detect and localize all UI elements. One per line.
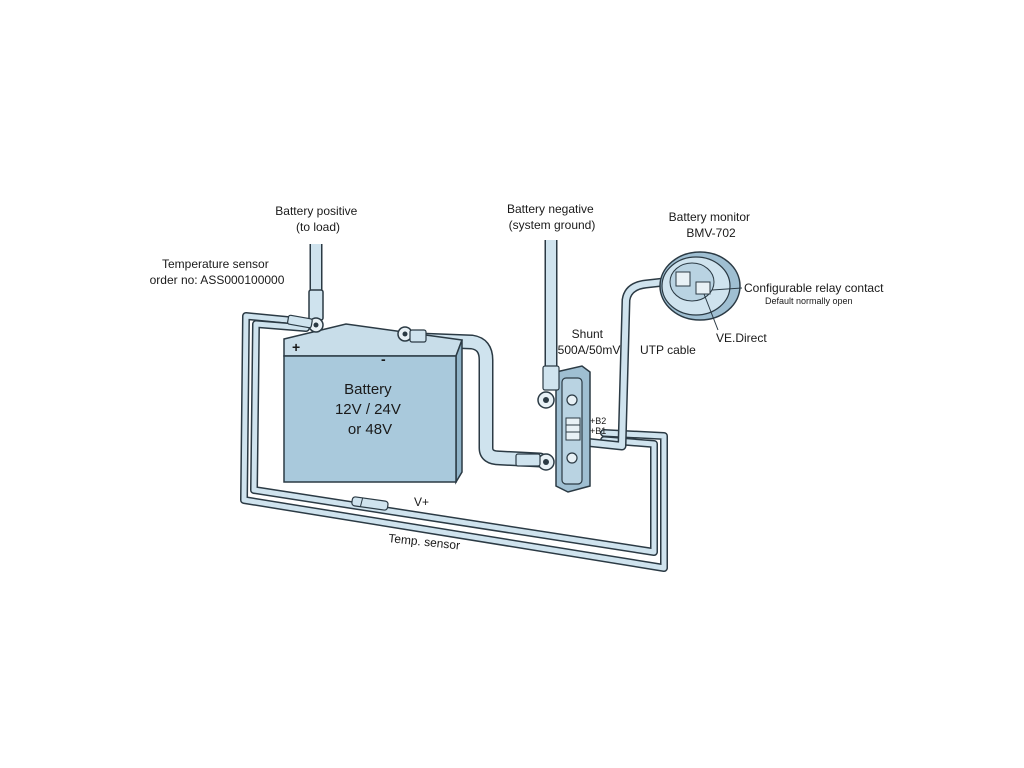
label-b1: +B1 (590, 426, 606, 436)
label-battery-positive: Battery positive (275, 204, 357, 218)
label-relay-note: Default normally open (765, 296, 853, 306)
label-shunt-rating: 500A/50mV (558, 343, 621, 357)
battery-right-side (455, 339, 463, 485)
label-battery-monitor: Battery monitor (669, 210, 750, 224)
label-v-plus: V+ (414, 495, 429, 509)
label-ve-direct: VE.Direct (716, 331, 767, 345)
svg-text:Battery 12V / 24V: Battery 12V / 24V or 48V (335, 381, 405, 438)
battery-positive-terminal-sign: + (292, 339, 300, 355)
v-plus-connector (351, 496, 389, 511)
utp-cable (579, 275, 687, 451)
battery-line-2: 12V / 24V (335, 401, 401, 418)
battery-to-shunt-cable (412, 332, 548, 468)
battery-front (283, 355, 457, 483)
label-relay-contact: Configurable relay contact (744, 281, 884, 295)
temperature-sensor-lug (287, 314, 313, 329)
battery-monitor (659, 251, 743, 331)
label-b2: +B2 (590, 416, 606, 426)
label-temperature-sensor: Temperature sensor (162, 257, 269, 271)
svg-text:Shunt 500A/50mV: Shunt 500A/50mV (558, 327, 621, 357)
label-temperature-sensor-order: order no: ASS000100000 (150, 273, 285, 287)
label-battery-monitor-model: BMV-702 (686, 226, 736, 240)
label-battery-negative: Battery negative (507, 202, 594, 216)
battery-negative-lug (397, 326, 427, 343)
shunt (515, 365, 591, 493)
svg-text:Battery negative (system g: Battery negative (system ground) (507, 202, 597, 232)
label-shunt: Shunt (572, 327, 604, 341)
svg-text:Battery positive (to load): Battery positive (to load) (275, 204, 360, 234)
v-plus-cable (250, 320, 658, 556)
label-battery-negative-sub: (system ground) (509, 218, 596, 232)
battery-line-3: or 48V (348, 421, 392, 438)
temp-sensor-cable (240, 312, 668, 572)
svg-text:Battery monitor BMV-702: Battery monitor BMV-702 (669, 210, 754, 240)
label-utp-cable: UTP cable (640, 343, 696, 357)
battery: + - Battery 12V / 24V or 48V (283, 323, 464, 485)
label-battery-positive-sub: (to load) (296, 220, 340, 234)
battery-line-1: Battery (344, 381, 392, 398)
battery-negative-terminal-sign: - (381, 351, 386, 367)
svg-text:Temperature sensor order n: Temperature sensor order no: ASS00010000… (150, 257, 285, 287)
